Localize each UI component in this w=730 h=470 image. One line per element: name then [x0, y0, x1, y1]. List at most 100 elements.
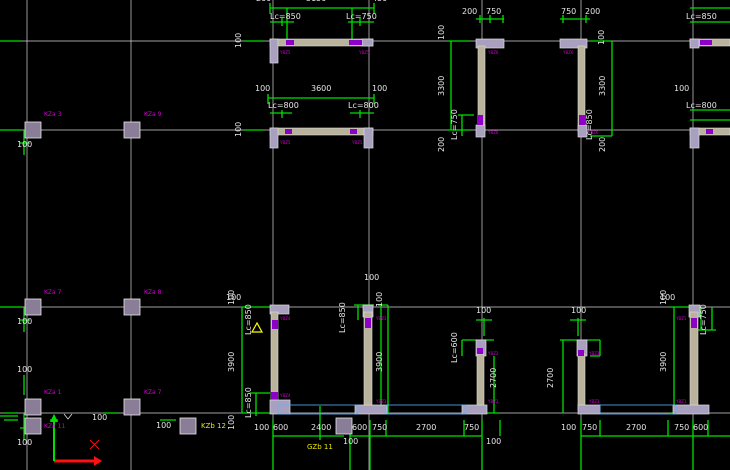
pillar[interactable] — [123, 398, 141, 416]
lc-label: Lc=850 — [338, 302, 347, 333]
dim-label: 100 — [227, 290, 236, 305]
dim-label: 100 — [17, 438, 32, 447]
dim-label: 100 — [486, 437, 501, 446]
ybz-tag: YBZ4 — [279, 316, 291, 321]
ybz-tag: YBZ5 — [279, 50, 291, 55]
dim-label: 3600 — [311, 84, 331, 93]
dim-label: 100 — [227, 415, 236, 430]
column-label: KZa 8 — [144, 289, 162, 296]
dim-label: 750 — [674, 423, 689, 432]
dim-label: 100 — [17, 365, 32, 374]
dim-label: 600 — [352, 423, 367, 432]
ybz-tag: YBZ6 — [487, 50, 499, 55]
ybz-tag: YBZ2 — [487, 351, 499, 356]
ybz-tag: YBZ1 — [675, 399, 687, 404]
lc-label: Lc=850 — [585, 109, 594, 140]
dim-label: 100 — [92, 413, 107, 422]
dim-label: 200 — [256, 0, 271, 3]
lc-label: Lc=850 — [686, 12, 717, 21]
dim-label: 100 — [255, 84, 270, 93]
dim-label: 2400 — [311, 423, 331, 432]
pillar[interactable] — [24, 298, 42, 316]
dimension-lines — [0, 3, 730, 470]
column-label: KZa 9 — [144, 111, 162, 118]
dim-label: 100 — [659, 290, 668, 305]
ybz-tag: YBZ6 — [487, 130, 499, 135]
lc-label: Lc=800 — [268, 101, 299, 110]
dim-label: 3900 — [227, 352, 236, 372]
dimension-texts: 200 5150 450 200 750 750 200 Lc=850 Lc=7… — [17, 0, 717, 447]
column-label: KZa 1 — [44, 389, 62, 396]
dim-label: 3900 — [659, 352, 668, 372]
shear-walls — [269, 38, 730, 415]
warning-marker-icon — [250, 321, 264, 333]
lc-label: Lc=800 — [348, 101, 379, 110]
ybz-tag: YBZ5 — [358, 50, 370, 55]
pillar[interactable] — [335, 417, 353, 435]
dim-label: 100 — [156, 421, 171, 430]
dim-label: 450 — [372, 0, 387, 3]
ybz-tag: YBZ2 — [487, 399, 499, 404]
pillar[interactable] — [123, 298, 141, 316]
dim-label: 750 — [486, 7, 501, 16]
dim-label: 2700 — [546, 368, 555, 388]
pillar[interactable] — [24, 121, 42, 139]
dim-label: 750 — [561, 7, 576, 16]
dim-label: 200 — [598, 137, 607, 152]
column-label: KZa 11 — [44, 423, 65, 430]
lc-label: Lc=850 — [244, 387, 253, 418]
pillar[interactable] — [24, 417, 42, 435]
dim-label: 100 — [17, 140, 32, 149]
dim-label: 100 — [372, 84, 387, 93]
dim-label: 100 — [364, 273, 379, 282]
dim-label: 100 — [234, 122, 243, 137]
dim-label: 600 — [693, 423, 708, 432]
column-label: KZa 7 — [144, 389, 162, 396]
dim-label: 100 — [226, 293, 241, 302]
lc-label: Lc=850 — [244, 304, 253, 335]
lc-label: Lc=600 — [450, 332, 459, 363]
dim-label: 100 — [234, 33, 243, 48]
dim-label: 3300 — [437, 76, 446, 96]
dim-label: 100 — [254, 423, 269, 432]
dim-label: 2700 — [626, 423, 646, 432]
ybz-tag: YBZ6 — [587, 130, 599, 135]
lc-label: Lc=750 — [450, 109, 459, 140]
dim-label: 100 — [597, 30, 606, 45]
column-label: KZa 3 — [44, 111, 62, 118]
pillars — [24, 121, 353, 435]
ybz-tag: YBZ3 — [588, 351, 600, 356]
column-label: KZb 12 — [201, 422, 226, 430]
dim-label: 3900 — [375, 352, 384, 372]
dim-label: 3300 — [598, 76, 607, 96]
ybz-tag: YBZ3 — [375, 316, 387, 321]
dim-label: 100 — [476, 306, 491, 315]
dim-label: 200 — [437, 137, 446, 152]
lc-label: Lc=750 — [346, 12, 377, 21]
dim-label: 100 — [571, 306, 586, 315]
ybz-tag: YBZ3 — [588, 399, 600, 404]
column-labels: KZa 3 KZa 9 KZa 7 KZa 8 KZa 1 KZa 7 KZa … — [44, 111, 333, 451]
dim-label: 100 — [561, 423, 576, 432]
pillar[interactable] — [123, 121, 141, 139]
column-label: KZa 7 — [44, 289, 62, 296]
lc-label: Lc=750 — [699, 304, 708, 335]
dim-label: 5150 — [306, 0, 326, 3]
pillar[interactable] — [179, 417, 197, 435]
dim-label: 100 — [343, 437, 358, 446]
ybz-tag: YBZ6 — [562, 50, 574, 55]
dim-label: 100 — [375, 292, 384, 307]
ybz-tag: YBZ4 — [279, 393, 291, 398]
dim-label: 200 — [585, 7, 600, 16]
ucs-icon — [50, 413, 102, 466]
lc-label: Lc=800 — [686, 101, 717, 110]
dim-label: 100 — [674, 84, 689, 93]
lc-label: Lc=850 — [270, 12, 301, 21]
dim-label: 750 — [464, 423, 479, 432]
dim-label: 750 — [582, 423, 597, 432]
ybz-tag: YBZ5 — [351, 140, 363, 145]
pillar[interactable] — [24, 398, 42, 416]
dim-label: 100 — [437, 25, 446, 40]
dim-label: 200 — [462, 7, 477, 16]
